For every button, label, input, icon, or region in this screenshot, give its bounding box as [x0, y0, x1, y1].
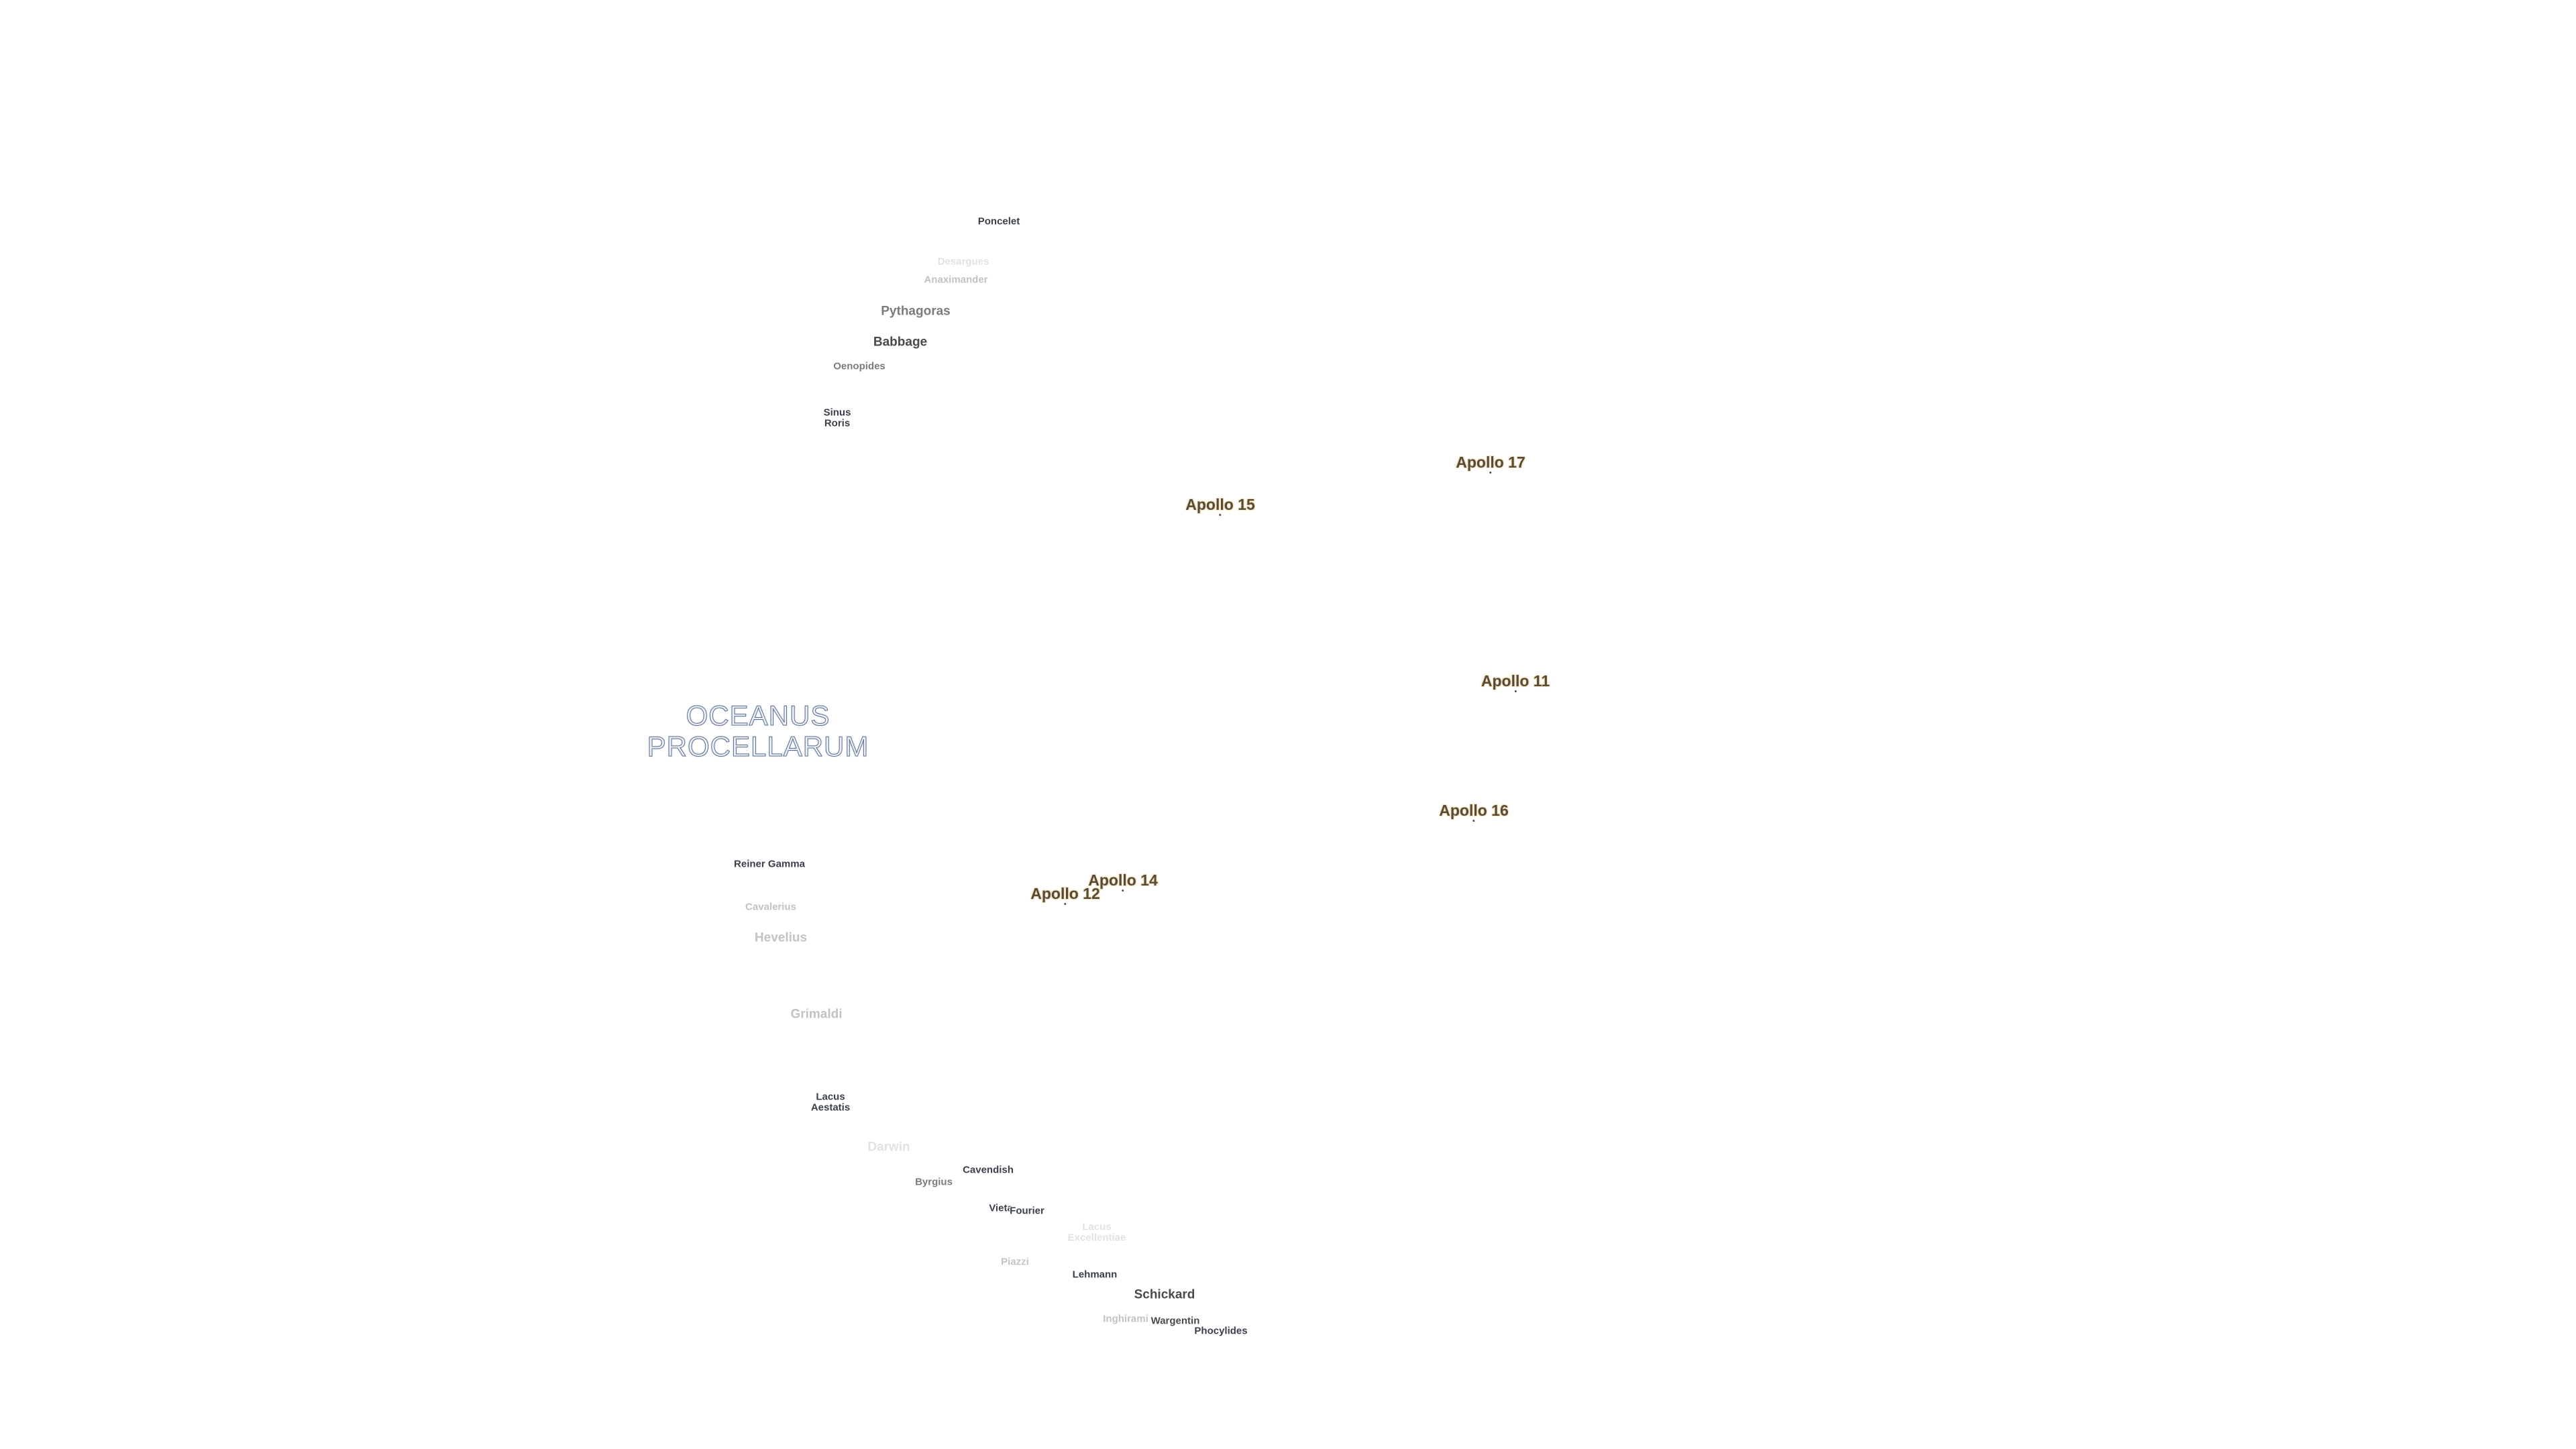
feature-label-reiner-gamma: Reiner Gamma — [734, 858, 805, 870]
feature-label-sinus-roris: Sinus Roris — [823, 407, 851, 429]
landing-site-marker-icon — [1064, 903, 1067, 905]
apollo-11-label-text: Apollo 11 — [1481, 672, 1550, 690]
crater-label-cavendish: Cavendish — [963, 1164, 1014, 1176]
crater-label-pythagoras: Pythagoras — [881, 304, 951, 319]
apollo-15-site-label[interactable]: Apollo 15 — [1185, 497, 1255, 516]
crater-label-desargues: Desargues — [937, 256, 989, 268]
crater-label-darwin: Darwin — [867, 1140, 910, 1155]
landing-site-marker-icon — [1514, 690, 1517, 692]
crater-label-wargentin: Wargentin — [1150, 1315, 1200, 1327]
crater-label-babbage: Babbage — [873, 335, 928, 350]
crater-label-phocylides: Phocylides — [1194, 1325, 1248, 1337]
apollo-12-label-text: Apollo 12 — [1030, 885, 1100, 902]
crater-label-hevelius: Hevelius — [754, 930, 808, 945]
feature-label-lacus-aestatis: Lacus Aestatis — [810, 1091, 851, 1113]
apollo-11-site-label[interactable]: Apollo 11 — [1481, 674, 1550, 692]
crater-label-cavalerius: Cavalerius — [745, 901, 796, 913]
apollo-17-label-text: Apollo 17 — [1456, 453, 1525, 471]
crater-label-grimaldi: Grimaldi — [790, 1007, 843, 1022]
landing-site-marker-icon — [1122, 890, 1124, 892]
apollo-16-site-label[interactable]: Apollo 16 — [1439, 803, 1509, 822]
mare-label-oceanus-procellarum: OCEANUS PROCELLARUM — [647, 699, 869, 763]
landing-site-marker-icon — [1219, 514, 1222, 516]
feature-label-lacus-excellentiae: Lacus Excellentiae — [1067, 1221, 1126, 1243]
apollo-17-site-label[interactable]: Apollo 17 — [1456, 455, 1525, 474]
crater-label-lehmann: Lehmann — [1072, 1269, 1118, 1281]
crater-label-piazzi: Piazzi — [1001, 1256, 1029, 1268]
apollo-14-label-text: Apollo 14 — [1088, 871, 1158, 889]
crater-label-fourier: Fourier — [1010, 1205, 1044, 1217]
landing-site-marker-icon — [1489, 472, 1492, 474]
crater-label-vieta: Vieta — [989, 1202, 1013, 1214]
crater-label-poncelet: Poncelet — [977, 215, 1020, 227]
crater-label-anaximander: Anaximander — [924, 274, 988, 286]
crater-label-byrgius: Byrgius — [915, 1176, 953, 1188]
apollo-16-label-text: Apollo 16 — [1439, 802, 1509, 819]
landing-site-marker-icon — [1472, 820, 1475, 822]
apollo-15-label-text: Apollo 15 — [1185, 496, 1255, 513]
crater-label-inghirami: Inghirami — [1103, 1313, 1148, 1325]
crater-label-schickard: Schickard — [1134, 1287, 1195, 1302]
apollo-12-site-label[interactable]: Apollo 12 — [1030, 886, 1100, 905]
apollo-14-site-label[interactable]: Apollo 14 — [1088, 873, 1158, 892]
crater-label-oenopides: Oenopides — [833, 360, 885, 372]
